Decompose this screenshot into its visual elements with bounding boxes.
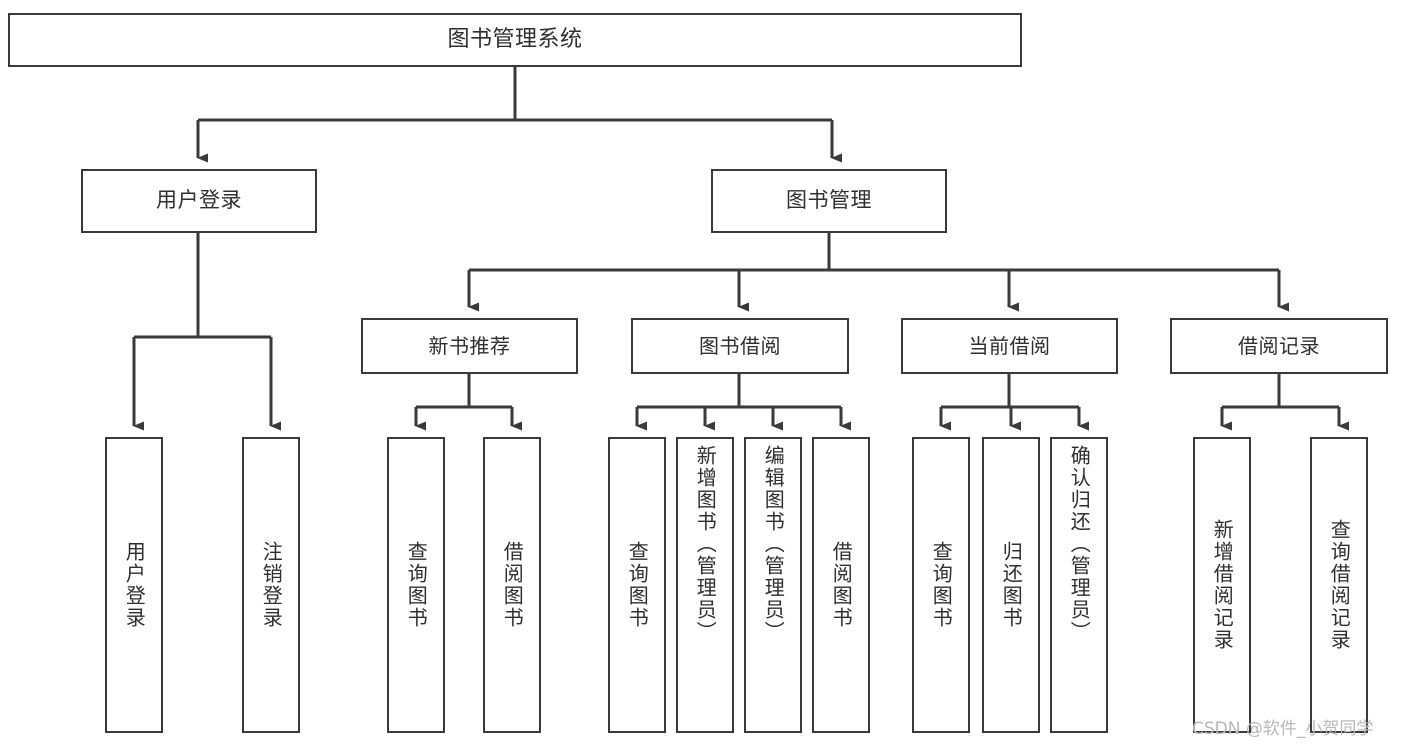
node-leaf-query-book-3[interactable]: 查询图书 bbox=[912, 437, 970, 733]
node-leaf-confirm-return[interactable]: 确认归还（管理员） bbox=[1050, 437, 1108, 733]
node-root-label: 图书管理系统 bbox=[447, 26, 583, 52]
watermark-text: CSDN @软件_小贺同学 bbox=[1192, 719, 1374, 739]
node-root[interactable]: 图书管理系统 bbox=[8, 13, 1022, 67]
node-borrow-record-label: 借阅记录 bbox=[1238, 333, 1320, 358]
node-current-borrow[interactable]: 当前借阅 bbox=[901, 318, 1118, 374]
node-leaf-query-book-1[interactable]: 查询图书 bbox=[387, 437, 445, 733]
node-leaf-confirm-return-label: 确认归还（管理员） bbox=[1067, 445, 1092, 643]
node-leaf-user-login[interactable]: 用户登录 bbox=[105, 437, 163, 733]
node-leaf-query-book-1-label: 查询图书 bbox=[404, 541, 429, 629]
node-leaf-borrow-book-1-label: 借阅图书 bbox=[500, 541, 525, 629]
node-book-management-label: 图书管理 bbox=[786, 188, 872, 213]
node-leaf-add-record[interactable]: 新增借阅记录 bbox=[1193, 437, 1251, 733]
node-leaf-query-record-label: 查询借阅记录 bbox=[1327, 519, 1352, 651]
node-leaf-return-book[interactable]: 归还图书 bbox=[982, 437, 1040, 733]
edge-borrow-record-to-leaves bbox=[1220, 374, 1349, 431]
node-leaf-query-book-2-label: 查询图书 bbox=[625, 541, 650, 629]
node-leaf-borrow-book-2[interactable]: 借阅图书 bbox=[812, 437, 870, 733]
node-borrow-record[interactable]: 借阅记录 bbox=[1170, 318, 1388, 374]
node-leaf-borrow-book-1[interactable]: 借阅图书 bbox=[483, 437, 541, 733]
edge-new-book-recommend-to-leaves bbox=[414, 374, 522, 431]
node-book-management[interactable]: 图书管理 bbox=[711, 169, 947, 233]
node-leaf-query-book-3-label: 查询图书 bbox=[929, 541, 954, 629]
node-leaf-query-record[interactable]: 查询借阅记录 bbox=[1310, 437, 1368, 733]
edge-book-management-to-level2 bbox=[467, 233, 1289, 312]
node-leaf-edit-book-label: 编辑图书（管理员） bbox=[761, 445, 786, 643]
node-user-login-label: 用户登录 bbox=[156, 188, 242, 213]
node-new-book-recommend[interactable]: 新书推荐 bbox=[361, 318, 578, 374]
node-book-borrow[interactable]: 图书借阅 bbox=[631, 318, 849, 374]
node-leaf-return-book-label: 归还图书 bbox=[999, 541, 1024, 629]
node-leaf-add-record-label: 新增借阅记录 bbox=[1210, 519, 1235, 651]
node-new-book-recommend-label: 新书推荐 bbox=[428, 333, 511, 358]
edge-current-borrow-to-leaves bbox=[939, 374, 1089, 431]
edge-root-to-level1 bbox=[196, 67, 842, 163]
node-leaf-borrow-book-2-label: 借阅图书 bbox=[829, 541, 854, 629]
node-book-borrow-label: 图书借阅 bbox=[699, 333, 781, 358]
node-current-borrow-label: 当前借阅 bbox=[968, 333, 1051, 358]
node-leaf-user-logout-label: 注销登录 bbox=[259, 541, 284, 629]
edge-book-borrow-to-leaves bbox=[635, 374, 851, 431]
node-leaf-query-book-2[interactable]: 查询图书 bbox=[608, 437, 666, 733]
node-leaf-user-logout[interactable]: 注销登录 bbox=[242, 437, 300, 733]
node-user-login[interactable]: 用户登录 bbox=[81, 169, 317, 233]
node-leaf-add-book[interactable]: 新增图书（管理员） bbox=[676, 437, 734, 733]
node-leaf-add-book-label: 新增图书（管理员） bbox=[693, 445, 718, 643]
node-leaf-user-login-label: 用户登录 bbox=[122, 541, 147, 629]
edge-user-login-to-leaves bbox=[132, 233, 281, 431]
node-leaf-edit-book[interactable]: 编辑图书（管理员） bbox=[744, 437, 802, 733]
